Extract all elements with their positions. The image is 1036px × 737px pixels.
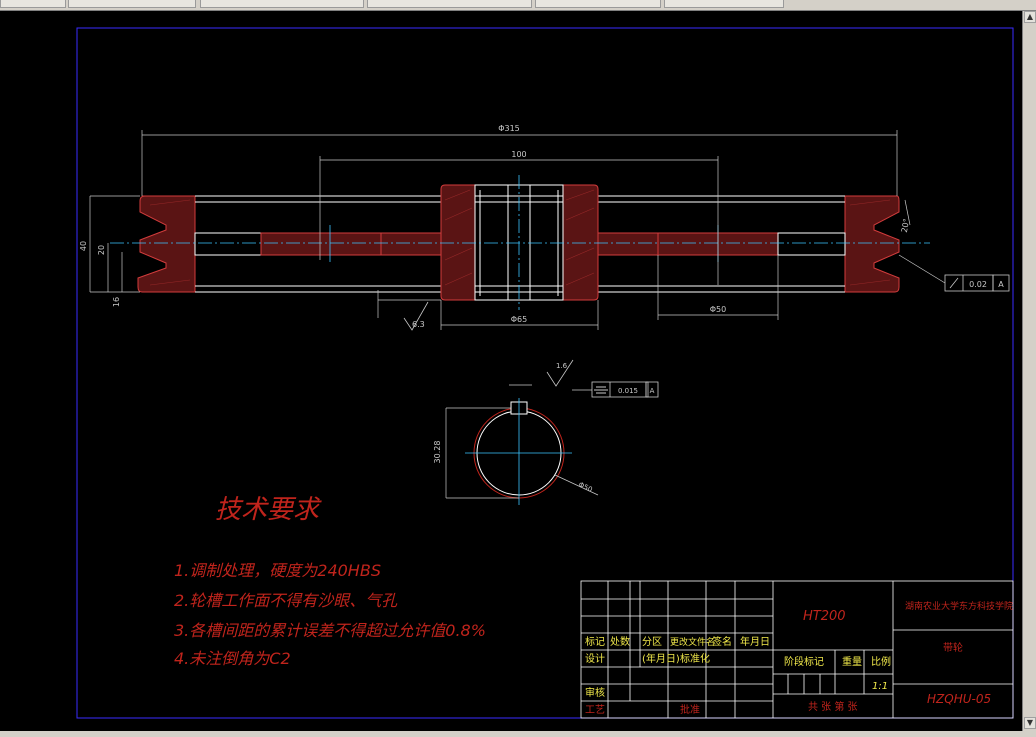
- tech-note: 3.各槽间距的累计误差不得超过允许值0.8%: [174, 621, 486, 640]
- svg-text:A: A: [998, 280, 1004, 289]
- svg-text:带轮: 带轮: [943, 641, 963, 654]
- dim-groove-3: 16: [112, 297, 121, 307]
- dim-groove-angle: 20°: [900, 218, 911, 234]
- bore-detail-view: [445, 384, 599, 505]
- runout-tolerance-frame: 0.02 A: [944, 274, 1010, 292]
- drawing-canvas[interactable]: Φ315 100 Φ65 Φ50 40 20 16 20° 6.3 0.02 A…: [0, 11, 1021, 731]
- svg-text:A: A: [650, 387, 655, 395]
- material-label: HT200: [803, 609, 846, 624]
- svg-text:1:1: 1:1: [872, 681, 888, 692]
- svg-text:0.02: 0.02: [969, 280, 987, 289]
- svg-text:处数: 处数: [610, 635, 630, 648]
- taskbar-item[interactable]: [664, 0, 784, 8]
- tech-note: 1.调制处理，硬度为240HBS: [174, 561, 381, 580]
- svg-text:批准: 批准: [680, 703, 700, 716]
- dim-hub-dia: Φ65: [511, 315, 527, 324]
- svg-text:设计: 设计: [585, 652, 605, 665]
- svg-text:审核: 审核: [585, 686, 605, 699]
- vertical-scrollbar[interactable]: ▲ ▼: [1022, 11, 1036, 731]
- tech-requirements-title: 技术要求: [215, 495, 322, 525]
- keyway-roughness-symbol: [546, 359, 574, 387]
- dim-groove-1: 40: [79, 241, 88, 251]
- tech-note: 4.未注倒角为C2: [174, 649, 291, 668]
- drawing-frame: [76, 27, 1014, 719]
- symmetry-tolerance-frame: 0.015 A: [572, 381, 659, 398]
- roughness-value: 6.3: [412, 320, 425, 329]
- roughness-symbol: [403, 301, 429, 331]
- drawing-number: HZQHU-05: [927, 692, 991, 706]
- dim-groove-2: 20: [97, 245, 106, 255]
- left-rim: [137, 195, 196, 293]
- dimension-lines: [89, 130, 946, 330]
- svg-text:更改文件名: 更改文件名: [670, 636, 715, 648]
- svg-text:年月日: 年月日: [740, 635, 770, 648]
- title-block: [580, 580, 1014, 719]
- dim-hub-length: 100: [511, 150, 526, 159]
- svg-text:工艺: 工艺: [585, 704, 605, 716]
- taskbar-item[interactable]: [367, 0, 532, 8]
- taskbar-item[interactable]: [68, 0, 196, 8]
- scroll-up-icon[interactable]: ▲: [1024, 11, 1036, 23]
- svg-text:比例: 比例: [871, 655, 891, 668]
- horizontal-scrollbar[interactable]: [0, 731, 1036, 737]
- hub: [440, 184, 599, 301]
- taskbar-item[interactable]: [0, 0, 66, 8]
- svg-text:重量: 重量: [842, 655, 862, 668]
- svg-text:共 张 第 张: 共 张 第 张: [808, 700, 858, 713]
- svg-text:标记: 标记: [585, 636, 605, 648]
- svg-text:阶段标记: 阶段标记: [784, 655, 824, 668]
- cad-viewport[interactable]: Φ315 100 Φ65 Φ50 40 20 16 20° 6.3 0.02 A…: [0, 11, 1021, 731]
- taskbar-item[interactable]: [200, 0, 364, 8]
- keyway-roughness-value: 1.6: [556, 362, 568, 370]
- svg-text:签名: 签名: [712, 635, 732, 648]
- right-rim: [844, 195, 900, 293]
- pulley-section-view: [110, 175, 930, 310]
- svg-text:分区: 分区: [642, 636, 662, 648]
- svg-text:湖南农业大学东方科技学院: 湖南农业大学东方科技学院: [905, 600, 1013, 612]
- taskbar-item[interactable]: [535, 0, 661, 8]
- dim-keyway-depth: 30.28: [433, 441, 442, 464]
- scroll-down-icon[interactable]: ▼: [1024, 717, 1036, 729]
- title-block-text: 标记 处数 分区 更改文件名 签名 年月日 设计 (年月日) 标准化 审核 工艺…: [585, 600, 1013, 716]
- dim-outer-dia: Φ315: [498, 124, 520, 133]
- svg-text:(年月日): (年月日): [642, 652, 680, 665]
- tech-note: 2.轮槽工作面不得有沙眼、气孔: [174, 591, 398, 610]
- svg-text:0.015: 0.015: [618, 387, 638, 395]
- taskbar: [0, 0, 1036, 11]
- svg-text:标准化: 标准化: [680, 652, 710, 665]
- dim-bore-callout: Φ50: [577, 481, 593, 494]
- dim-bore-dia: Φ50: [710, 305, 726, 314]
